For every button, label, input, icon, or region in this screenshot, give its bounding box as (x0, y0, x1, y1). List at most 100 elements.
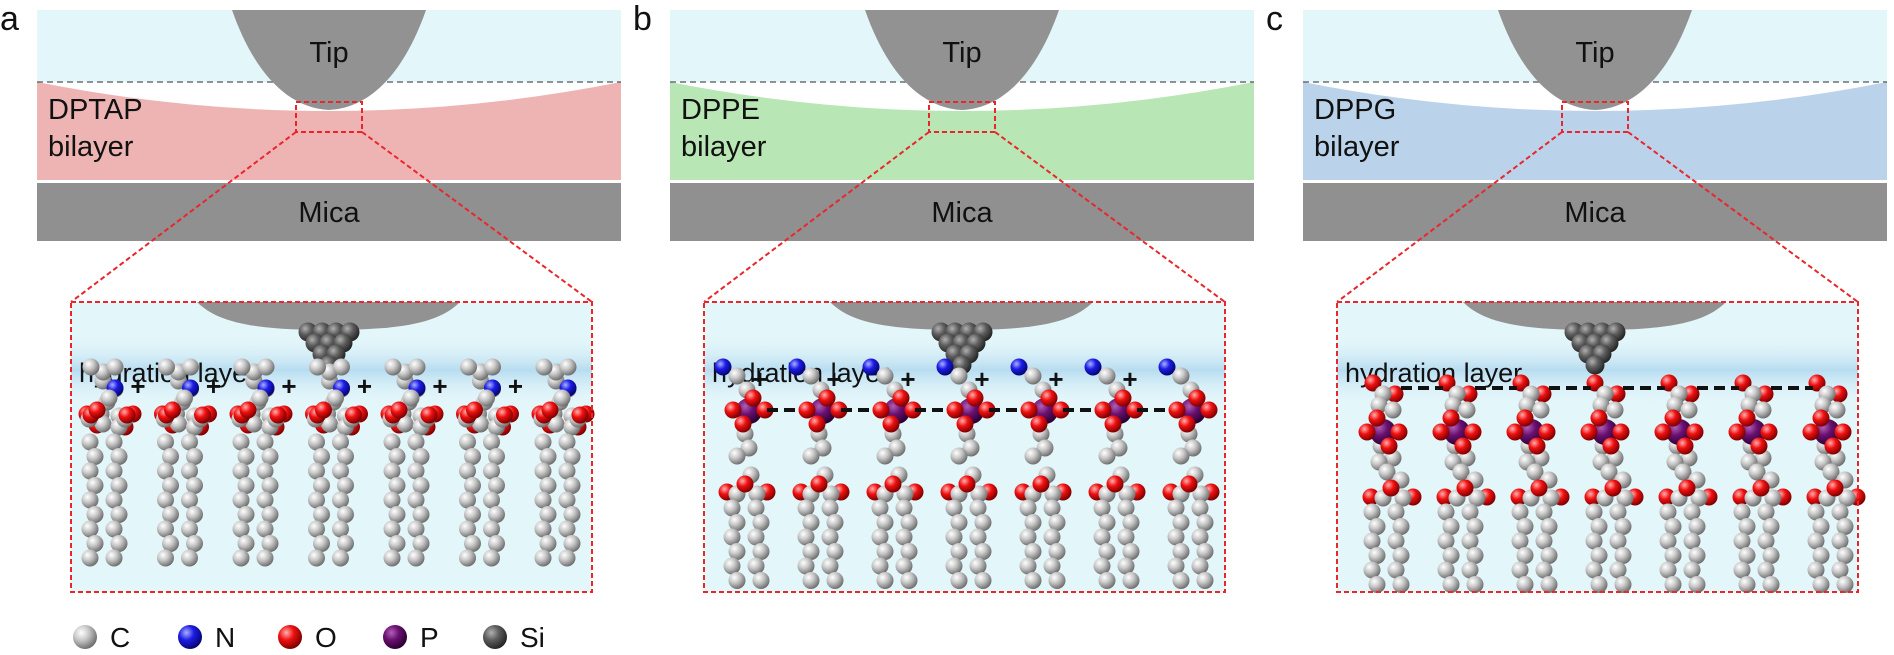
zoom-box (1561, 101, 1629, 133)
oxygen-atom (1612, 423, 1630, 441)
carbon-atom (1172, 514, 1190, 531)
carbon-atom (821, 499, 839, 517)
oxygen-atom (1032, 475, 1050, 493)
carbon-atom (313, 477, 330, 494)
oxygen-atom (882, 415, 900, 433)
carbon-atom (1093, 499, 1111, 517)
carbon-atom (484, 358, 501, 376)
oxygen-atom (1456, 479, 1474, 497)
carbon-atom (1540, 576, 1558, 593)
positive-charge-symbol: + (357, 371, 372, 401)
carbon-atom (1043, 557, 1061, 575)
carbon-atom (1609, 503, 1627, 521)
carbon-atom (1098, 543, 1116, 560)
carbon-atom (1368, 547, 1386, 564)
legend-item-c: C (73, 622, 130, 653)
carbon-atom (1363, 561, 1381, 579)
carbon-atom (1048, 514, 1066, 531)
oxygen-atom (978, 401, 996, 419)
carbon-atom (1748, 463, 1766, 481)
carbon-atom (261, 448, 279, 465)
carbon-atom (1822, 463, 1840, 481)
carbon-atom (1733, 503, 1751, 521)
carbon-atom (237, 477, 255, 494)
carbon-atom (459, 491, 476, 509)
panel-letter: c (1266, 0, 1283, 38)
tip-label: Tip (942, 37, 981, 69)
carbon-atom (110, 477, 128, 494)
carbon-atom (1466, 576, 1484, 593)
carbon-atom (534, 520, 552, 538)
carbon-atom (1098, 572, 1116, 589)
nitrogen-atom (936, 358, 954, 376)
oxygen-atom (1516, 409, 1534, 427)
oxygen-atom (1386, 385, 1404, 403)
afm-schematic: Tip DPPG bilayer Mica (1303, 10, 1887, 303)
carbon-atom (534, 462, 552, 480)
carbon-atom (1098, 447, 1116, 465)
carbon-atom (1019, 499, 1037, 517)
carbon-atom (308, 520, 325, 538)
carbon-atom (950, 572, 968, 589)
carbon-atom (802, 514, 820, 531)
carbon-atom (535, 358, 553, 376)
carbon-atom (1614, 518, 1632, 535)
carbon-atom (539, 535, 557, 552)
carbon-atom (383, 433, 401, 451)
carbon-atom (1384, 401, 1402, 419)
carbon-atom (1511, 503, 1529, 521)
carbon-atom (802, 367, 820, 385)
oxygen-atom (1180, 475, 1198, 493)
carbon-atom (237, 448, 255, 465)
carbon-atom (1540, 518, 1558, 535)
positive-charge-symbol: + (1122, 364, 1137, 394)
carbon-atom (176, 389, 193, 407)
carbon-atom (313, 506, 330, 523)
carbon-atom (728, 367, 746, 385)
carbon-atom (81, 433, 99, 451)
carbon-atom (309, 358, 326, 376)
carbon-atom (332, 491, 349, 509)
carbon-atom (256, 549, 274, 567)
carbon-atom (157, 549, 174, 567)
carbon-atom (1167, 528, 1185, 546)
carbon-atom (232, 462, 250, 480)
oxygen-atom (1020, 401, 1038, 419)
oxygen-atom (904, 401, 922, 419)
legend-label: Si (520, 622, 545, 653)
carbon-atom (337, 535, 354, 552)
carbon-atom (1532, 401, 1550, 419)
oxygen-atom (958, 475, 976, 493)
carbon-atom (313, 448, 330, 465)
detail-frame (1336, 301, 1859, 593)
si-atom-cluster (931, 322, 993, 375)
carbon-atom (1812, 576, 1830, 593)
carbon-atom (950, 447, 968, 465)
carbon-atom (1511, 532, 1529, 550)
carbon-atom (460, 358, 477, 376)
carbon-atom (162, 506, 179, 523)
carbon-atom (157, 491, 174, 509)
carbon-atom (408, 358, 426, 376)
carbon-atom (332, 462, 349, 480)
carbon-atom (1110, 439, 1128, 457)
carbon-atom (1762, 518, 1780, 535)
carbon-atom (337, 448, 354, 465)
carbon-atom (261, 477, 279, 494)
oxygen-atom (1390, 423, 1408, 441)
carbon-atom (1184, 439, 1202, 457)
carbon-atom (1363, 503, 1381, 521)
positive-charge-symbol: + (130, 371, 145, 401)
carbon-atom (797, 499, 815, 517)
panel-c: c Tip DPPG bilayer Mica hydration layer (1266, 0, 1887, 593)
carbon-atom (1688, 518, 1706, 535)
carbon-atom (396, 415, 414, 433)
substrate-label: Mica (1564, 197, 1626, 229)
carbon-atom (233, 358, 251, 376)
carbon-atom (553, 389, 571, 407)
carbon-atom (105, 491, 123, 509)
carbon-atom (1614, 547, 1632, 564)
oxygen-atom (164, 401, 181, 419)
panel-letter: b (633, 0, 652, 38)
carbon-atom (1363, 532, 1381, 550)
